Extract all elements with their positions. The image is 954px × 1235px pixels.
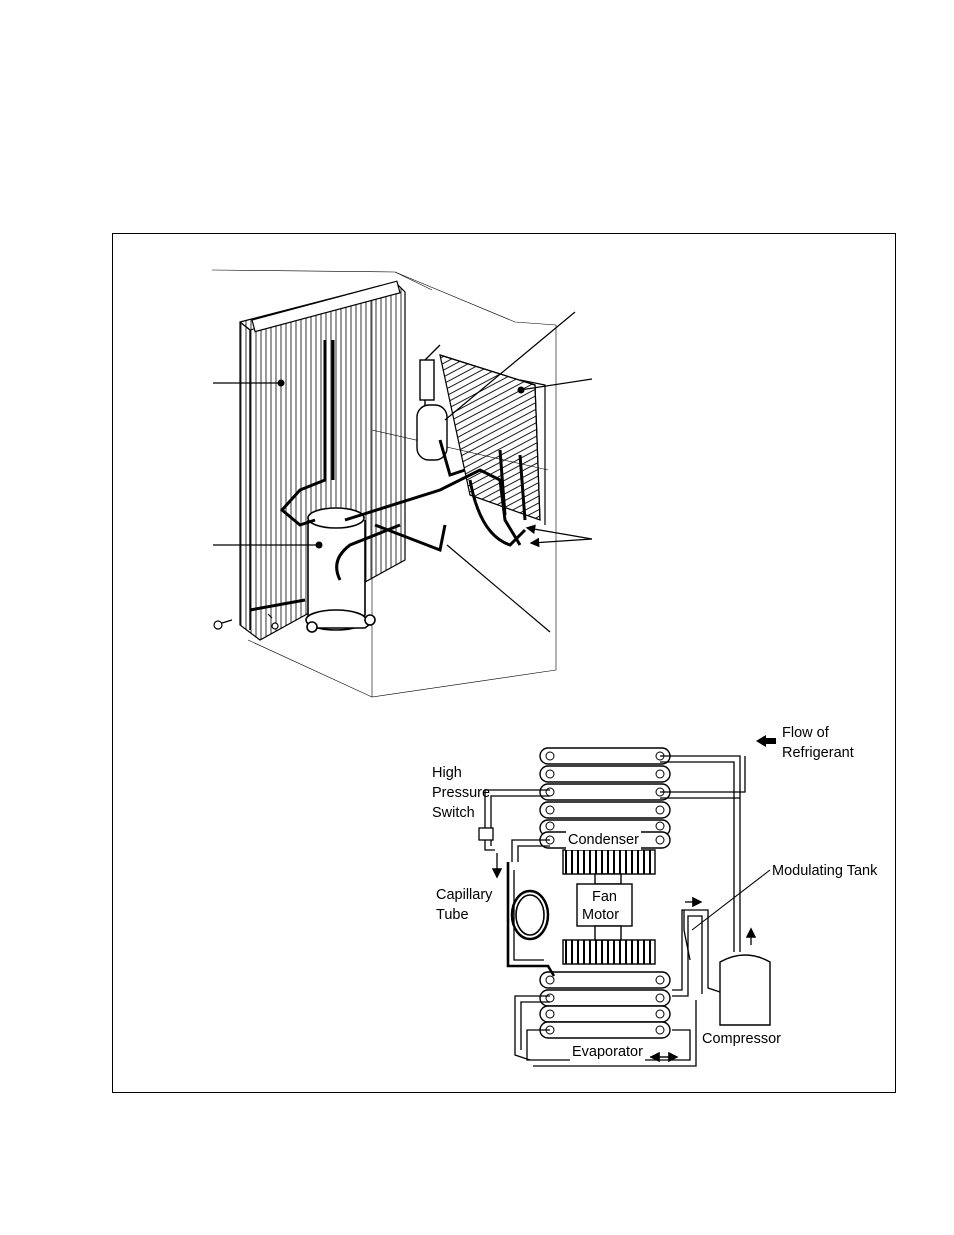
refrigerant-schematic [478, 747, 771, 1067]
high-pressure-switch-label-3: Switch [432, 805, 475, 821]
side-coil [439, 354, 546, 525]
legend-flow-line1: Flow of [782, 725, 829, 741]
fan-blade-upper [562, 849, 656, 875]
unit-pictorial [211, 269, 593, 698]
flow-arrow-icon [756, 735, 776, 747]
fan-motor-box [576, 873, 633, 941]
condenser-label: Condenser [566, 830, 641, 850]
piping [249, 340, 527, 612]
capillary-tube-label-1: Capillary [436, 887, 493, 903]
evaporator-label: Evaporator [570, 1042, 645, 1062]
high-pressure-switch-label-2: Pressure [432, 785, 491, 801]
flow-arrows [491, 853, 757, 1063]
leader-lines [213, 311, 593, 633]
compressor-drawing [305, 507, 376, 633]
high-pressure-switch-label-1: High [432, 765, 462, 781]
mounting-screws [213, 613, 279, 630]
receiver-tank [416, 344, 448, 461]
evaporator-coil [539, 971, 671, 1039]
fan-motor-label-2: Motor [582, 907, 620, 923]
capillary-tube-label-2: Tube [436, 907, 469, 923]
modulating-tank-label: Modulating Tank [772, 863, 878, 879]
fan-motor-label-1: Fan [592, 889, 617, 905]
legend-flow-line2: Refrigerant [782, 745, 854, 761]
compressor-label: Compressor [702, 1031, 781, 1047]
fan-blade-lower [562, 939, 656, 965]
figure-frame [112, 233, 896, 1093]
compressor-symbol [719, 954, 771, 1026]
